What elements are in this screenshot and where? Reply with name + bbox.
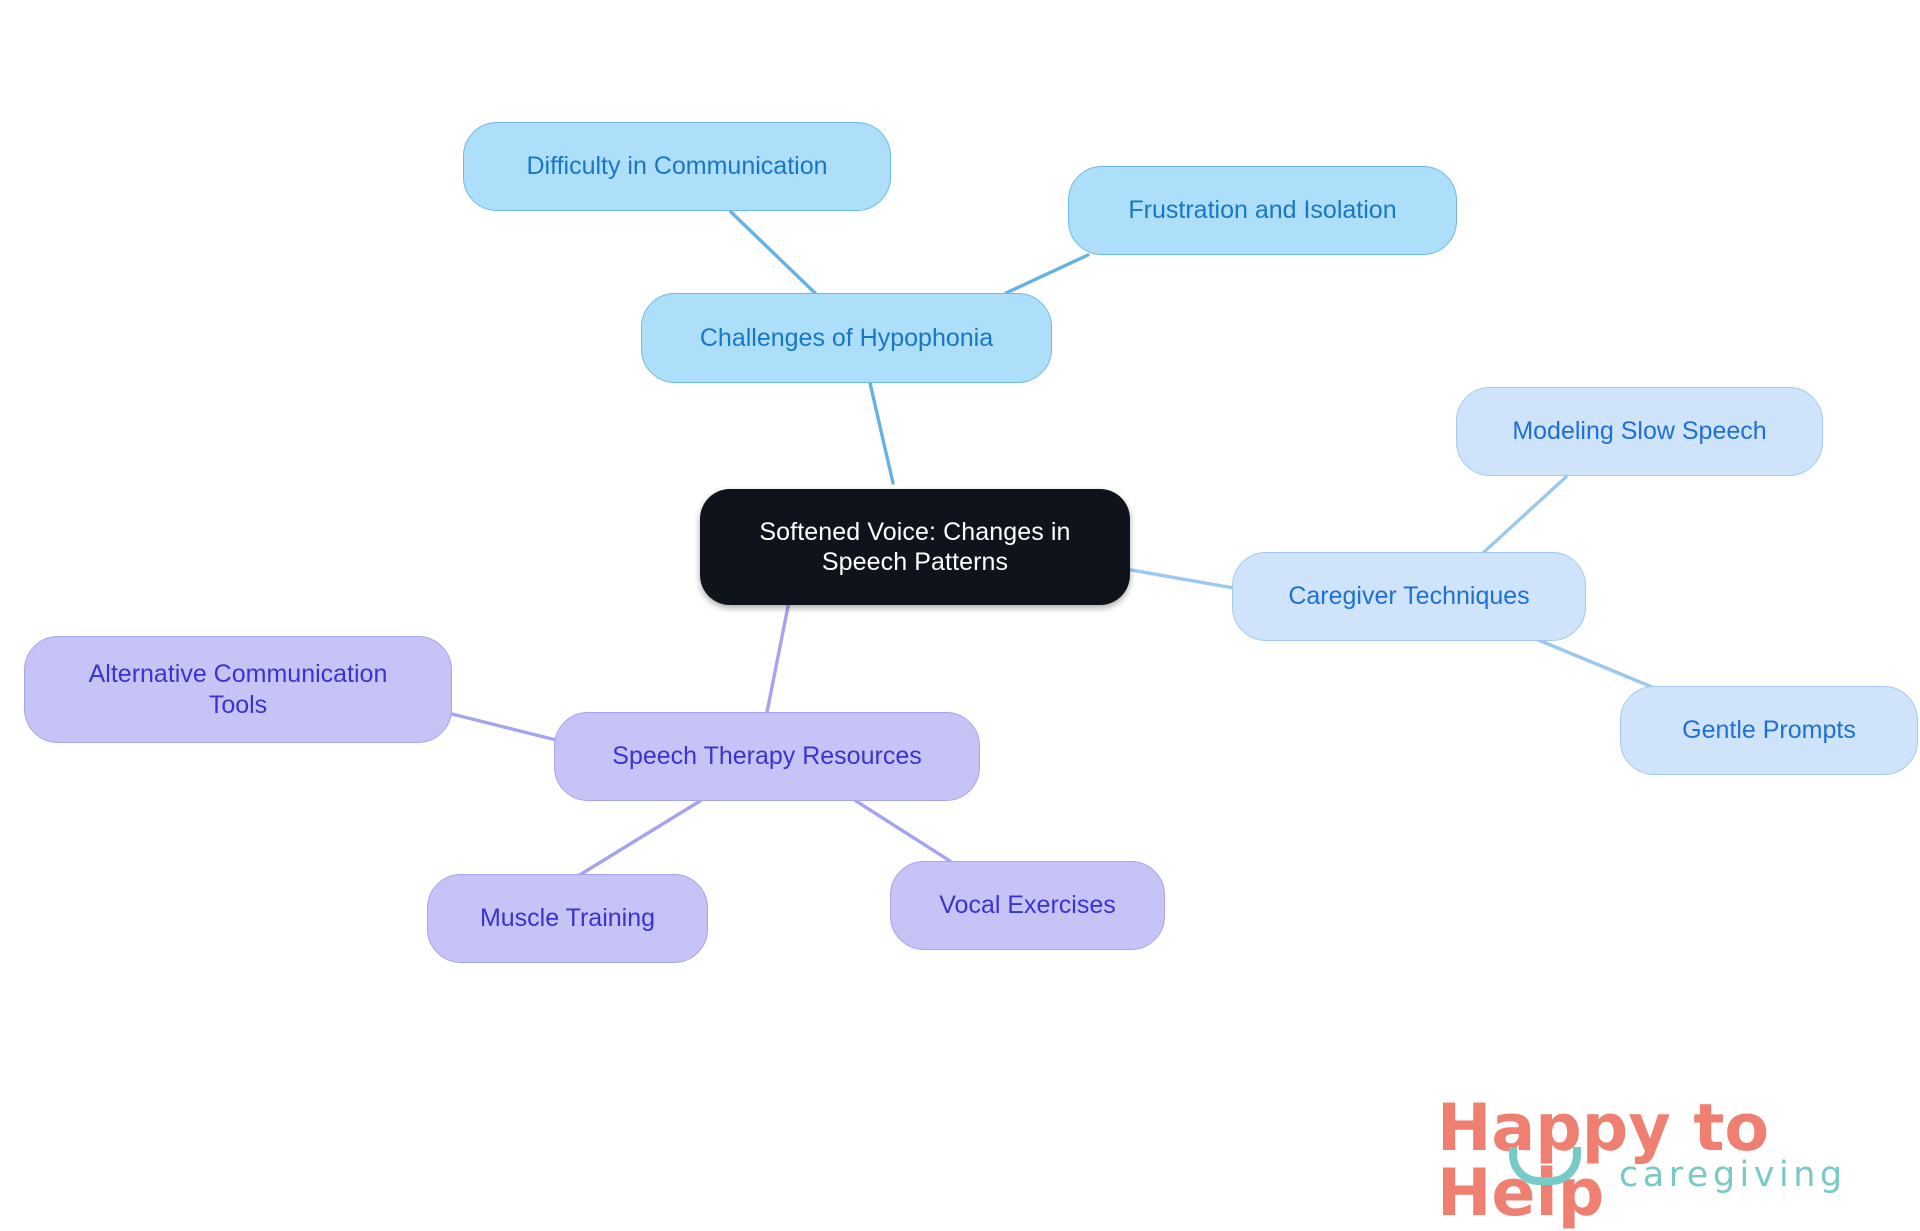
mindmap-node-modeling[interactable]: Modeling Slow Speech [1456, 387, 1823, 476]
smile-icon [1509, 1147, 1581, 1185]
mindmap-node-caregiver[interactable]: Caregiver Techniques [1232, 552, 1586, 641]
mindmap-node-frustration[interactable]: Frustration and Isolation [1068, 166, 1457, 255]
mindmap-node-label: Frustration and Isolation [1128, 196, 1397, 225]
edge-caregiver-prompts [1534, 637, 1654, 689]
edge-root-caregiver [1129, 568, 1236, 590]
mindmap-node-label: Gentle Prompts [1682, 716, 1856, 745]
mindmap-node-challenges[interactable]: Challenges of Hypophonia [641, 293, 1052, 383]
mindmap-node-label: Alternative Communication Tools [88, 660, 388, 719]
mindmap-node-label: Modeling Slow Speech [1512, 417, 1767, 446]
edge-therapy-vocal [854, 799, 952, 863]
brand-subword: caregiving [1619, 1155, 1847, 1195]
mindmap-node-muscle[interactable]: Muscle Training [427, 874, 708, 963]
mindmap-node-label: Challenges of Hypophonia [699, 323, 994, 352]
mindmap-node-label: Softened Voice: Changes in Speech Patter… [759, 517, 1071, 577]
edge-root-challenges [868, 381, 895, 485]
mindmap-node-label: Speech Therapy Resources [612, 742, 922, 771]
edge-therapy-alternative [450, 712, 558, 742]
mindmap-node-label: Difficulty in Communication [526, 152, 828, 181]
edge-therapy-muscle [576, 799, 702, 878]
mindmap-node-alternative[interactable]: Alternative Communication Tools [24, 636, 452, 743]
mindmap-node-label: Muscle Training [479, 904, 656, 933]
brand-logo: Happy to Help caregiving [1437, 1096, 1857, 1226]
mindmap-node-difficulty[interactable]: Difficulty in Communication [463, 122, 891, 211]
mindmap-node-prompts[interactable]: Gentle Prompts [1620, 686, 1918, 775]
edge-caregiver-modeling [1482, 475, 1568, 554]
mindmap-node-root[interactable]: Softened Voice: Changes in Speech Patter… [700, 489, 1130, 605]
edge-challenges-difficulty [729, 210, 818, 296]
mindmap-node-label: Vocal Exercises [939, 891, 1116, 920]
edge-challenges-frustration [1004, 253, 1090, 295]
mindmap-node-therapy[interactable]: Speech Therapy Resources [554, 712, 980, 801]
mindmap-node-vocal[interactable]: Vocal Exercises [890, 861, 1165, 950]
mindmap-node-label: Caregiver Techniques [1288, 582, 1530, 611]
